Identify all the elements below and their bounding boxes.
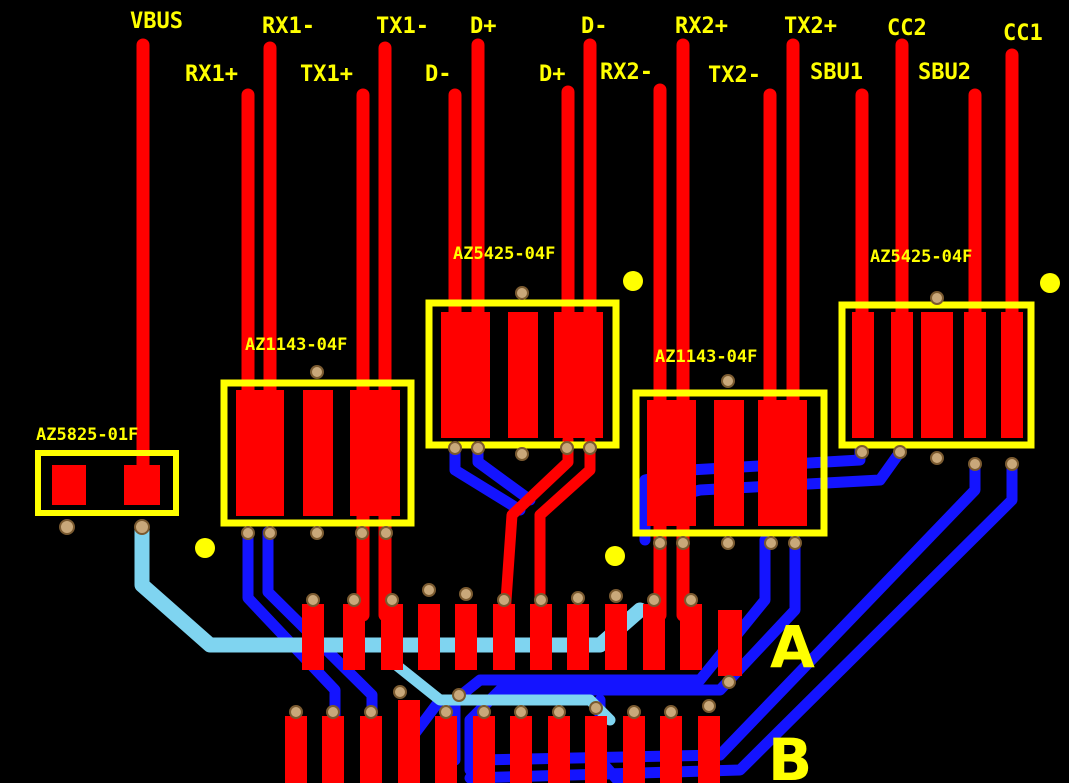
tvs-az1143-left-footprint bbox=[220, 379, 415, 527]
tvs-az1143-right-footprint bbox=[632, 389, 828, 537]
signal-label-sbu2: SBU2 bbox=[918, 60, 971, 85]
signal-label-d-plus-low: D+ bbox=[539, 62, 566, 87]
signal-label-vbus: VBUS bbox=[130, 9, 183, 34]
signal-label-rx2-plus: RX2+ bbox=[675, 14, 728, 39]
tvs-az5425-middle-footprint bbox=[425, 299, 620, 449]
signal-label-tx1-plus: TX1+ bbox=[300, 62, 353, 87]
component-label-az5825: AZ5825-01F bbox=[36, 425, 138, 445]
signal-label-rx2-minus: RX2- bbox=[600, 60, 653, 85]
component-label-az1143-left: AZ1143-04F bbox=[245, 335, 347, 355]
signal-label-tx2-plus: TX2+ bbox=[784, 14, 837, 39]
signal-label-rx1-minus: RX1- bbox=[262, 14, 315, 39]
pin1-markers bbox=[195, 271, 1060, 566]
tvs-az5825-footprint bbox=[35, 450, 179, 516]
signal-label-rx1-plus: RX1+ bbox=[185, 62, 238, 87]
component-label-az5425-middle: AZ5425-04F bbox=[453, 244, 555, 264]
signal-label-cc2: CC2 bbox=[887, 16, 927, 41]
tvs-az5425-right-footprint bbox=[838, 301, 1035, 449]
component-label-az5425-right: AZ5425-04F bbox=[870, 247, 972, 267]
component-label-az1143-right: AZ1143-04F bbox=[655, 347, 757, 367]
signal-label-d-plus-top: D+ bbox=[470, 14, 497, 39]
signal-label-tx1-minus: TX1- bbox=[376, 14, 429, 39]
connector-row-a-pads bbox=[302, 604, 742, 676]
connector-row-a-label: A bbox=[770, 613, 815, 681]
vias bbox=[59, 286, 1019, 719]
signal-label-tx2-minus: TX2- bbox=[708, 63, 761, 88]
signal-label-cc1: CC1 bbox=[1003, 21, 1043, 46]
signal-label-sbu1: SBU1 bbox=[810, 60, 863, 85]
connector-row-b-pads bbox=[285, 700, 720, 783]
signal-label-d-minus-top: D- bbox=[581, 14, 608, 39]
signal-label-d-minus-low: D- bbox=[425, 62, 452, 87]
connector-row-b-label: B bbox=[768, 726, 812, 783]
